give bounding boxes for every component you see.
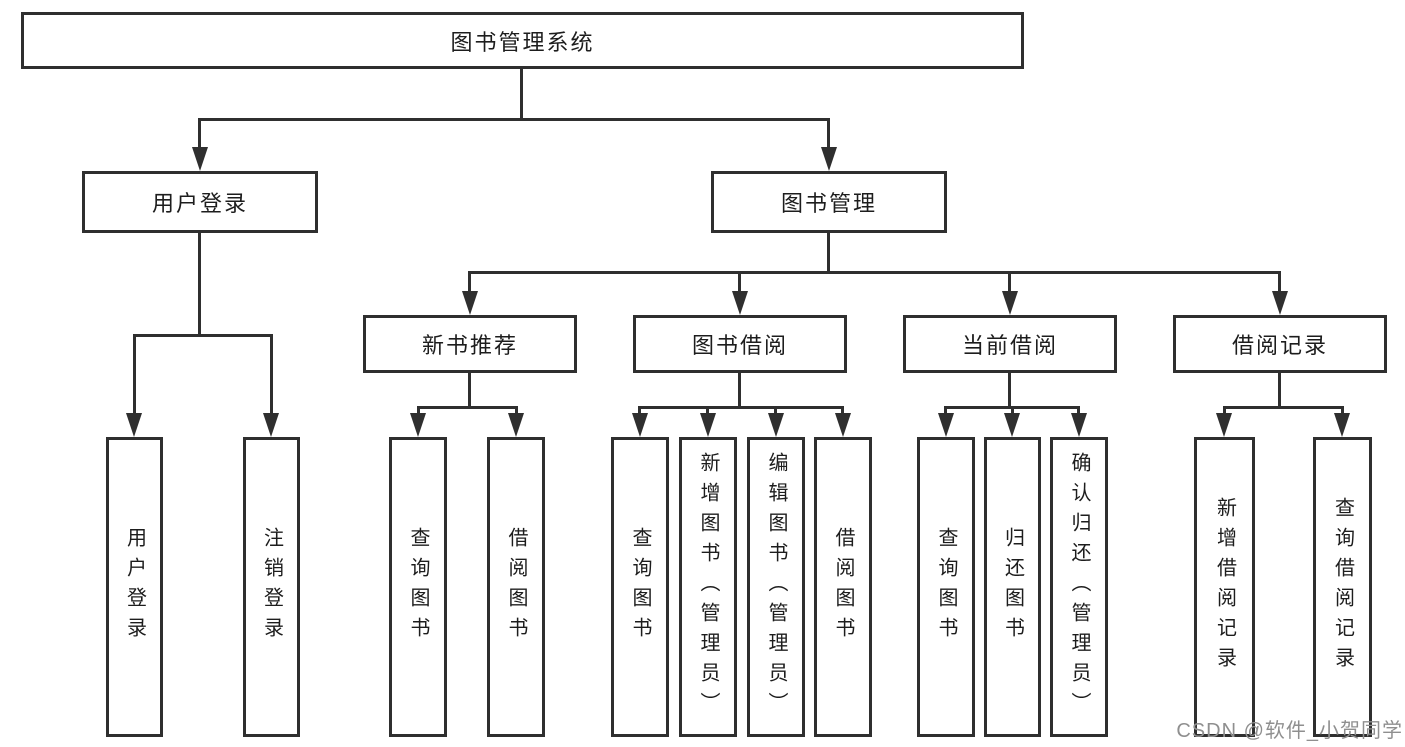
- leaf-label: 注销登录: [260, 527, 283, 647]
- arrow-down-icon: [410, 413, 426, 437]
- leaf-label: 借阅图书: [505, 527, 527, 647]
- arrow-down-icon: [835, 413, 851, 437]
- leaf-label: 新增图书（管理员）: [697, 452, 719, 722]
- leaf-label: 归还图书: [1001, 527, 1024, 647]
- leaf-label: 查询图书: [935, 527, 957, 647]
- connector-line: [417, 406, 420, 415]
- csdn-watermark: CSDN @软件_小贺同学: [1176, 720, 1403, 742]
- leaf-query-books-borrowing: 查询图书: [611, 437, 669, 737]
- connector-line: [738, 373, 741, 408]
- connector-line: [841, 406, 844, 415]
- leaf-borrow-books: 借阅图书: [814, 437, 872, 737]
- leaf-label: 确认归还（管理员）: [1068, 452, 1090, 722]
- leaf-confirm-return-admin: 确认归还（管理员）: [1050, 437, 1108, 737]
- arrow-down-icon: [1004, 413, 1020, 437]
- leaf-label: 新增借阅记录: [1213, 497, 1236, 677]
- connector-line: [944, 406, 947, 415]
- connector-line: [638, 406, 641, 415]
- connector-line: [738, 271, 741, 293]
- leaf-add-borrow-record: 新增借阅记录: [1194, 437, 1255, 737]
- leaf-label: 查询图书: [629, 527, 651, 647]
- leaf-label: 用户登录: [123, 527, 146, 647]
- arrow-down-icon: [508, 413, 524, 437]
- leaf-return-books: 归还图书: [984, 437, 1041, 737]
- leaf-query-borrow-record: 查询借阅记录: [1313, 437, 1372, 737]
- leaf-label: 查询图书: [407, 527, 429, 647]
- connector-line: [827, 233, 830, 273]
- node-new-book-recommendation: 新书推荐: [363, 315, 577, 373]
- arrow-down-icon: [732, 291, 748, 315]
- leaf-query-books-current: 查询图书: [917, 437, 975, 737]
- connector-line: [774, 406, 777, 415]
- connector-line: [468, 271, 1281, 274]
- arrow-down-icon: [821, 147, 837, 171]
- node-current-borrowing: 当前借阅: [903, 315, 1117, 373]
- connector-line: [417, 406, 518, 409]
- connector-line: [1011, 406, 1014, 415]
- connector-line: [1278, 271, 1281, 293]
- leaf-query-books-recommend: 查询图书: [389, 437, 447, 737]
- connector-line: [1223, 406, 1226, 415]
- leaf-label: 编辑图书（管理员）: [765, 452, 787, 722]
- connector-line: [1008, 271, 1011, 293]
- connector-line: [520, 69, 523, 120]
- node-library-management-system: 图书管理系统: [21, 12, 1024, 69]
- arrow-down-icon: [768, 413, 784, 437]
- leaf-label: 查询借阅记录: [1331, 497, 1354, 677]
- leaf-edit-books-admin: 编辑图书（管理员）: [747, 437, 805, 737]
- connector-line: [706, 406, 709, 415]
- connector-line: [198, 233, 201, 336]
- arrow-down-icon: [1216, 413, 1232, 437]
- leaf-add-books-admin: 新增图书（管理员）: [679, 437, 737, 737]
- leaf-label: 借阅图书: [832, 527, 854, 647]
- arrow-down-icon: [192, 147, 208, 171]
- node-user-login: 用户登录: [82, 171, 318, 233]
- connector-line: [198, 118, 201, 150]
- leaf-borrow-books-recommend: 借阅图书: [487, 437, 545, 737]
- node-book-management: 图书管理: [711, 171, 947, 233]
- arrow-down-icon: [126, 413, 142, 437]
- connector-line: [827, 118, 830, 150]
- connector-line: [1008, 373, 1011, 408]
- arrow-down-icon: [1071, 413, 1087, 437]
- connector-line: [468, 373, 471, 408]
- connector-line: [270, 334, 273, 415]
- connector-line: [198, 118, 830, 121]
- connector-line: [638, 406, 844, 409]
- arrow-down-icon: [632, 413, 648, 437]
- arrow-down-icon: [1002, 291, 1018, 315]
- node-borrowing-records: 借阅记录: [1173, 315, 1387, 373]
- leaf-logout: 注销登录: [243, 437, 300, 737]
- arrow-down-icon: [1272, 291, 1288, 315]
- connector-line: [1278, 373, 1281, 408]
- arrow-down-icon: [700, 413, 716, 437]
- node-book-borrowing: 图书借阅: [633, 315, 847, 373]
- leaf-user-login: 用户登录: [106, 437, 163, 737]
- connector-line: [133, 334, 136, 415]
- arrow-down-icon: [938, 413, 954, 437]
- connector-line: [1077, 406, 1080, 415]
- connector-line: [468, 271, 471, 293]
- connector-line: [133, 334, 273, 337]
- arrow-down-icon: [263, 413, 279, 437]
- arrow-down-icon: [1334, 413, 1350, 437]
- connector-line: [515, 406, 518, 415]
- connector-line: [1341, 406, 1344, 415]
- connector-line: [1223, 406, 1344, 409]
- arrow-down-icon: [462, 291, 478, 315]
